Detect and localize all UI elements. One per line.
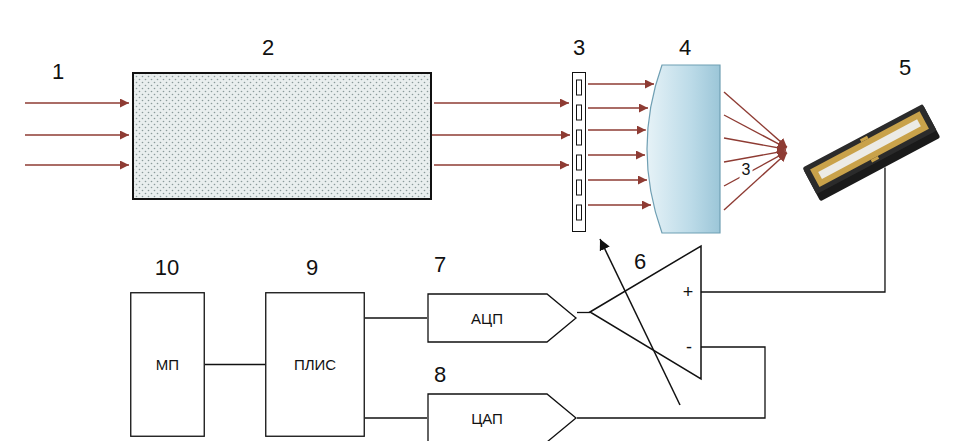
mask-rays <box>588 84 654 205</box>
lens: 4 <box>640 65 722 233</box>
block-label: АЦП <box>471 311 503 326</box>
signal-wire <box>365 417 427 418</box>
callout-number: 3 <box>573 37 585 59</box>
input-sign: - <box>686 338 692 356</box>
callout-number: 3 <box>740 161 753 179</box>
focused-ray <box>724 138 786 149</box>
signal-wire <box>577 312 590 313</box>
callout-number: 8 <box>434 364 446 386</box>
input-sign: + <box>683 283 694 301</box>
slit-mask-outline <box>572 72 586 232</box>
signal-wire <box>701 168 885 292</box>
op-amp: 6 + - <box>590 245 702 380</box>
focused-ray <box>724 153 787 210</box>
callout-number: 6 <box>634 251 646 273</box>
mcu-block: 10МП <box>130 292 205 437</box>
photodetector-outline <box>800 95 940 205</box>
callout-number: 4 <box>679 37 691 59</box>
callout-number: 5 <box>899 57 911 79</box>
focused-ray <box>724 151 786 162</box>
lens-outline <box>640 65 722 233</box>
callout-number: 1 <box>50 60 66 84</box>
adc-block: 7АЦП <box>427 293 577 343</box>
incident-beam <box>25 103 129 165</box>
callout-number: 2 <box>262 37 274 59</box>
callout-number: 9 <box>306 257 318 279</box>
sample-cell-outline <box>132 72 432 200</box>
signal-wire <box>577 347 765 418</box>
block-label: ЦАП <box>471 411 503 426</box>
block-label: МП <box>156 357 179 372</box>
slit-mask: 3 <box>572 72 586 232</box>
focused-rays <box>724 92 787 210</box>
signal-wire <box>365 317 427 318</box>
photodetector: 5 <box>800 95 940 205</box>
fpga-block: 9ПЛИС <box>265 292 365 437</box>
callout-number: 10 <box>155 257 179 279</box>
callout-number: 7 <box>434 254 446 276</box>
gain-control-arrow <box>600 239 680 405</box>
block-label: ПЛИС <box>294 357 336 372</box>
sample-cell: 2 <box>132 72 432 200</box>
light-ray <box>588 129 646 131</box>
transmitted-beam <box>434 103 569 165</box>
light-ray <box>432 134 570 136</box>
signal-wire <box>205 364 265 365</box>
dac-block: 8ЦАП <box>427 393 577 441</box>
